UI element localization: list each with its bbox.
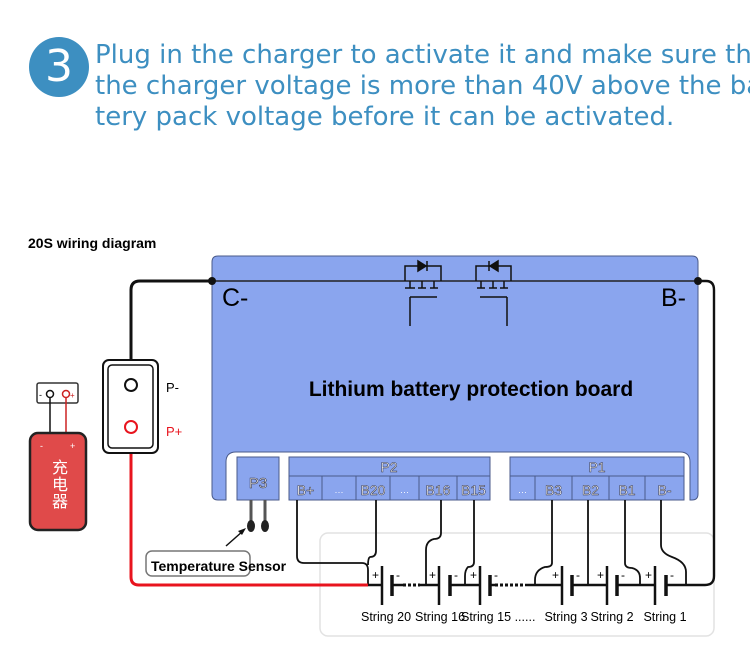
string-label: String 3 (544, 610, 587, 624)
battery-cell: +- (552, 566, 580, 605)
instruction-line: tery pack voltage before it can be activ… (95, 102, 675, 132)
minus-sign: - (576, 568, 580, 582)
string-label: String 16 (415, 610, 465, 624)
minus-sign: - (494, 568, 498, 582)
instruction-header: 3 Plug in the charger to activate it and… (0, 0, 750, 150)
instruction-line: the charger voltage is more than 40V abo… (95, 71, 750, 101)
b-minus-label: B- (661, 284, 686, 312)
p-plus-label: P+ (166, 424, 182, 439)
plus-sign: + (552, 568, 559, 582)
plus-sign: + (597, 568, 604, 582)
plus-sign: + (429, 568, 436, 582)
temperature-sensor-box (145, 550, 251, 577)
connector-p2: P2 B+ ··· B20 ··· B16 B15 (288, 456, 491, 501)
plus-sign: + (470, 568, 477, 582)
mosfet-icon (404, 259, 512, 326)
minus-sign: - (396, 568, 400, 582)
board-label: Lithium battery protection board (309, 378, 633, 401)
protection-board: C- B- Lithium battery protection board P… (211, 255, 699, 501)
c-minus-wire (129, 279, 212, 379)
charger: - + - + (28, 382, 88, 532)
battery-cell: +- (470, 566, 498, 605)
diagram-title: 20S wiring diagram (28, 235, 156, 251)
string-label: String 2 (590, 610, 633, 624)
pin-label: B16 (426, 482, 451, 498)
string-label: ...... (515, 610, 536, 624)
connector-p1-label: P1 (588, 459, 605, 475)
string-label: String 1 (643, 610, 686, 624)
battery-cell: +- (429, 566, 458, 605)
p-plus-wire (129, 433, 368, 587)
pin-label: B3 (545, 482, 562, 498)
connector-p1: P1 ··· B3 B2 B1 B- (509, 456, 685, 501)
pin-label: ··· (518, 487, 527, 497)
plus-sign: + (645, 568, 652, 582)
temperature-probe-icon (225, 500, 269, 547)
connector-p2-label: P2 (380, 459, 397, 475)
balance-wires (296, 500, 687, 585)
instruction-text: Plug in the charger to activate it and m… (95, 40, 750, 133)
charger-label: 充电器 (49, 459, 68, 510)
pin-label: B2 (582, 482, 599, 498)
charger-plus: + (70, 441, 75, 451)
charge-port: P- P+ (102, 359, 182, 454)
instruction-line: Plug in the charger to activate it and m… (95, 40, 750, 70)
svg-text:-: - (39, 390, 42, 400)
step-number-badge: 3 (29, 37, 89, 97)
pin-label: B- (658, 482, 672, 498)
temperature-sensor-label: Temperature Sensor (151, 558, 287, 574)
pin-label: B+ (297, 482, 315, 498)
battery-cell: +- (597, 566, 625, 605)
pin-label: B1 (618, 482, 635, 498)
string-label: String 20 (361, 610, 411, 624)
minus-sign: - (621, 568, 625, 582)
plus-sign: + (372, 568, 379, 582)
connector-p3-label: P3 (249, 475, 267, 492)
pin-label: ··· (400, 487, 409, 497)
minus-sign: - (670, 568, 674, 582)
pin-label: ··· (335, 487, 344, 497)
pin-label: B20 (361, 482, 386, 498)
main-negative-wire (368, 279, 716, 587)
battery-cell: +- (645, 566, 674, 605)
string-label: String 15 (461, 610, 511, 624)
c-minus-label: C- (222, 284, 248, 312)
battery-cell: +- (372, 566, 400, 605)
pin-label: B15 (461, 482, 486, 498)
svg-text:+: + (70, 391, 75, 400)
p-minus-label: P- (166, 380, 179, 395)
minus-sign: - (454, 568, 458, 582)
charger-minus: - (40, 441, 43, 451)
